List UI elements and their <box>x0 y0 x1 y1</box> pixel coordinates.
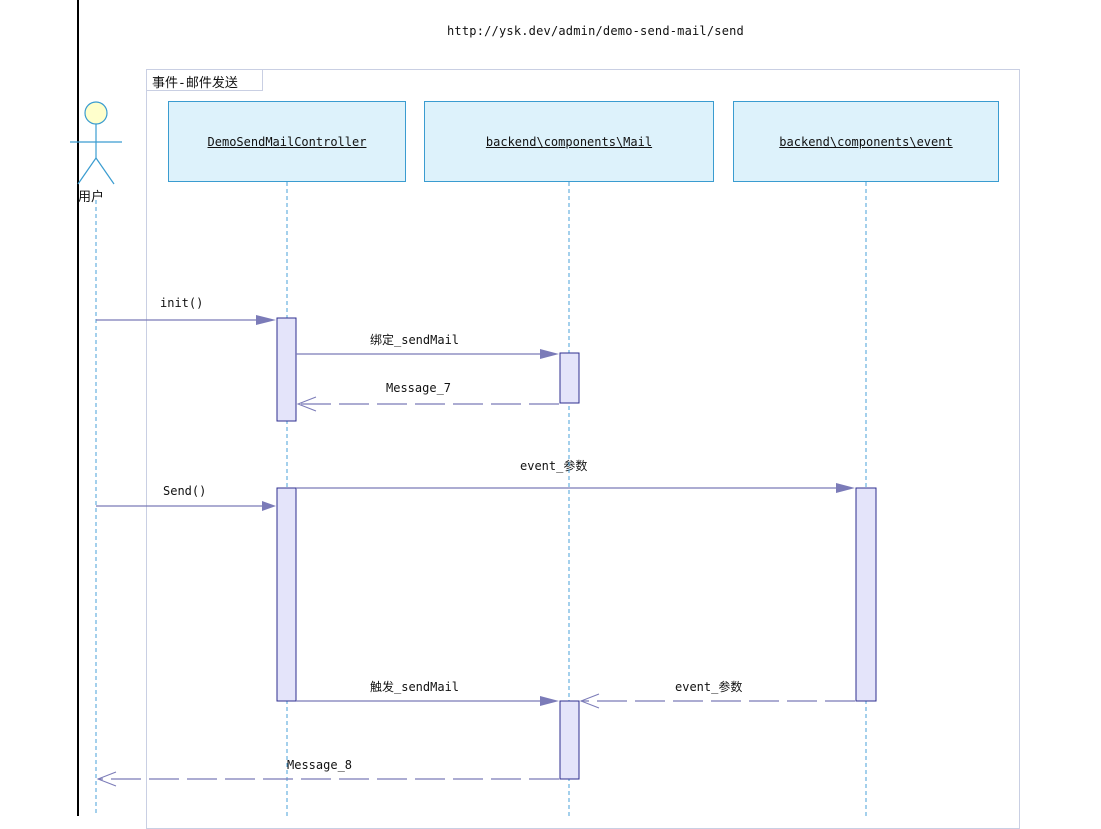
actor-label: 用户 <box>78 190 105 205</box>
message-label-message7: Message_7 <box>386 381 452 395</box>
activation-event-1 <box>855 487 877 702</box>
lifeline-controller-box: DemoSendMailController <box>168 101 406 182</box>
message-arrow-send <box>96 501 276 511</box>
lifeline-mail-box: backend\components\Mail <box>424 101 714 182</box>
message-label-init: init() <box>160 296 204 310</box>
interaction-frame-tab <box>146 69 263 91</box>
interaction-frame-title: 事件-邮件发送 <box>152 76 238 91</box>
activation-mail-1 <box>559 352 580 404</box>
message-label-trigger: 触发_sendMail <box>370 680 460 694</box>
message-label-event-call: event_参数 <box>520 459 588 473</box>
activation-controller-1 <box>276 317 297 422</box>
activation-controller-2 <box>276 487 297 702</box>
message-label-message8: Message_8 <box>287 758 353 772</box>
lifeline-event-box: backend\components\event <box>733 101 999 182</box>
message-arrow-bind <box>296 349 559 359</box>
message-arrow-message7 <box>296 396 559 412</box>
message-arrow-init <box>96 315 276 325</box>
message-arrow-event-call <box>296 483 855 493</box>
activation-mail-2 <box>559 700 580 780</box>
actor-icon <box>70 101 122 185</box>
message-label-event-return: event_参数 <box>675 680 743 694</box>
diagram-url: http://ysk.dev/admin/demo-send-mail/send <box>447 24 744 38</box>
message-arrow-event-return <box>579 693 855 709</box>
message-arrow-trigger <box>296 696 559 706</box>
message-label-bind: 绑定_sendMail <box>370 333 460 347</box>
window-left-edge <box>77 0 79 816</box>
message-arrow-message8 <box>96 771 559 787</box>
message-label-send: Send() <box>163 484 207 498</box>
